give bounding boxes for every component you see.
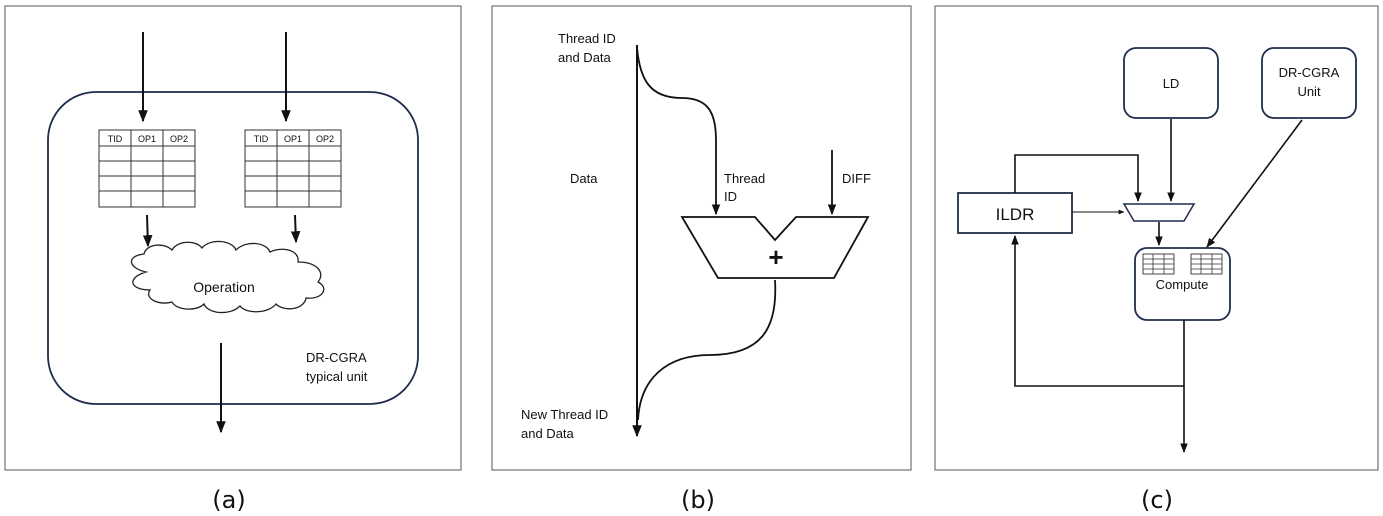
operand-table-left: TID OP1 OP2	[98, 129, 196, 208]
ld-box	[1123, 47, 1219, 119]
thread-id-split-curve	[636, 47, 721, 216]
panel-a: TID OP1 OP2 TID OP1 OP2 Operation DR-CGR…	[4, 5, 462, 514]
input-label-line1: Thread ID	[558, 31, 616, 46]
compute-table-right-icon	[1190, 253, 1223, 275]
table-left-header-op1: OP1	[138, 134, 156, 144]
panel-b: Thread ID and Data Data Thread ID DIFF +…	[491, 5, 912, 514]
table-left-header-tid: TID	[108, 134, 123, 144]
caption-b: (b)	[681, 486, 715, 514]
dr-cgra-unit-box	[47, 91, 419, 405]
compute-table-left-icon	[1142, 253, 1175, 275]
adder-symbol: +	[768, 242, 783, 272]
table-right-header-tid: TID	[254, 134, 269, 144]
operation-label: Operation	[193, 279, 254, 295]
dr-cgra-label-line2: Unit	[1297, 84, 1321, 99]
diff-label: DIFF	[842, 171, 871, 186]
data-label: Data	[570, 171, 598, 186]
table-right-header-op1: OP1	[284, 134, 302, 144]
mux	[1122, 203, 1196, 222]
dr-cgra-label-line1: DR-CGRA	[1279, 65, 1340, 80]
caption-c: (c)	[1141, 486, 1173, 514]
operation-cloud	[130, 240, 325, 314]
output-label-line2: and Data	[521, 426, 575, 441]
unit-label-line2: typical unit	[306, 369, 368, 384]
table-left-to-operation-arrow	[142, 214, 153, 248]
table-left-header-op2: OP2	[170, 134, 188, 144]
merge-curve	[637, 279, 777, 421]
output-label-line1: New Thread ID	[521, 407, 608, 422]
ildr-label: ILDR	[996, 205, 1035, 224]
ildr-feedback-to-mux-arrow	[1014, 154, 1142, 202]
table-right-to-operation-arrow	[290, 214, 301, 244]
unit-label-line1: DR-CGRA	[306, 350, 367, 365]
operand-table-right: TID OP1 OP2	[244, 129, 342, 208]
caption-a: (a)	[212, 486, 245, 514]
thread-label-line1: Thread	[724, 171, 765, 186]
input-label-line2: and Data	[558, 50, 612, 65]
ildr-box	[957, 192, 1073, 234]
table-right-header-op2: OP2	[316, 134, 334, 144]
ld-label: LD	[1163, 76, 1180, 91]
dr-cgra-unit-box-c	[1261, 47, 1357, 119]
compute-to-ildr-feedback-arrow	[1011, 235, 1184, 387]
thread-label-line2: ID	[724, 189, 737, 204]
dr-cgra-to-compute-arrow	[1206, 119, 1303, 248]
panel-c: LD DR-CGRA Unit ILDR	[934, 5, 1379, 514]
panel-a-frame	[4, 5, 462, 471]
compute-label: Compute	[1156, 277, 1209, 292]
adder-block	[680, 216, 870, 279]
